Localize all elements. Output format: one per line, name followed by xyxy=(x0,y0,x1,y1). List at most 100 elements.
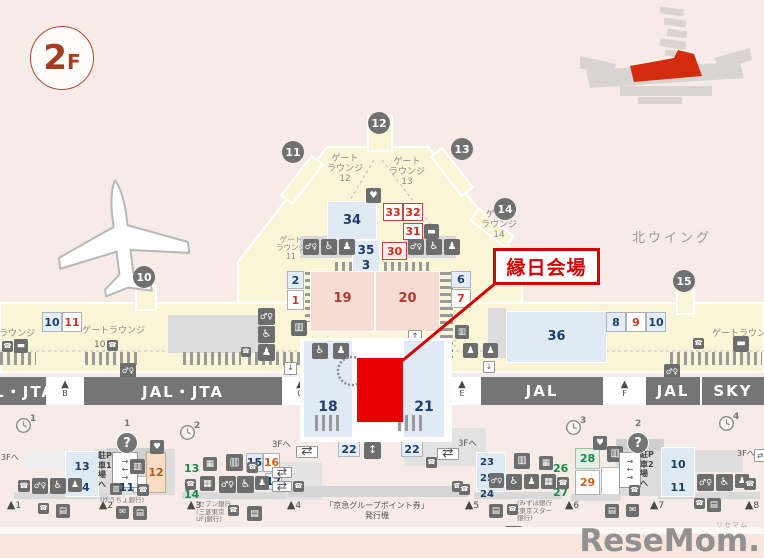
atm-icon: ▤ xyxy=(605,504,619,518)
phone-icon: ☎ xyxy=(744,478,756,490)
entrance-3: ▲3 xyxy=(186,498,202,511)
atm-icon: ▤ xyxy=(489,504,503,518)
atm-icon: ▤ xyxy=(56,504,70,518)
stairs-hatch xyxy=(0,352,36,365)
bottom-divider xyxy=(0,527,764,534)
atm-icon: ▤ xyxy=(247,506,262,521)
structure-block xyxy=(168,315,268,353)
structure-block xyxy=(695,450,743,472)
phone-icon: ☎ xyxy=(107,340,118,351)
phone-icon: ☎ xyxy=(507,504,518,515)
wheelchair-icon: ♿ xyxy=(321,239,337,255)
shop-icon: ▦ xyxy=(203,457,217,471)
smoking-icon: ▬ xyxy=(14,339,28,353)
stairs-hatch xyxy=(85,352,141,365)
entrance-4: ▲4 xyxy=(286,498,302,511)
phone-icon: ☎ xyxy=(38,503,49,514)
zone-area-34: 34 xyxy=(327,201,377,240)
structure-block xyxy=(288,486,468,497)
map-label: ゲートラウンジ xyxy=(712,329,764,339)
clock-number: 3 xyxy=(580,416,587,426)
facility-box-11: 11 xyxy=(62,312,82,332)
person-icon: ♟ xyxy=(333,343,349,359)
map-label: 3Fへ xyxy=(272,440,291,450)
restroom-icon: ♂♀ xyxy=(120,363,136,379)
gate11-corridor xyxy=(279,154,325,206)
minimap-current-area xyxy=(630,50,702,82)
info-counter-icon: ? xyxy=(116,432,138,454)
aed-icon: ♥ xyxy=(593,436,607,450)
facility-box-8: 8 xyxy=(606,312,626,332)
entrance-8: ▲8 xyxy=(744,498,760,511)
escalator-icon: ⇄ xyxy=(437,448,459,460)
triangle-up-icon: ▲ xyxy=(620,379,629,390)
facility-box-30: 30 xyxy=(382,242,407,260)
facility-num-13: 13 xyxy=(184,462,200,475)
wheelchair-icon: ♿ xyxy=(237,476,254,493)
phone-icon: ☎ xyxy=(557,477,569,489)
info-counter-number: 1 xyxy=(124,419,131,429)
entrance-7: ▲7 xyxy=(649,498,665,511)
counter-gap-B: ▲B xyxy=(46,377,84,405)
counter-bar-JAL: JAL xyxy=(481,377,603,405)
watermark-main: ReseMom. xyxy=(579,523,760,558)
entrance-2: ▲2 xyxy=(98,498,114,511)
wheelchair-icon: ♿ xyxy=(506,474,522,490)
wheelchair-icon: ♿ xyxy=(312,343,328,359)
nursery-icon: ♟ xyxy=(255,476,269,490)
ticket-machine-icon: ▥ xyxy=(455,325,469,339)
facility-box-28: 28 xyxy=(575,448,600,469)
facility-num-26: 26 xyxy=(553,462,569,475)
ticket-machine-icon: ▥ xyxy=(226,454,243,471)
smoking-icon: ▬ xyxy=(424,224,439,239)
phone-icon: ☎ xyxy=(293,481,304,492)
facility-box-33: 33 xyxy=(383,203,403,221)
restroom-icon: ♂♀ xyxy=(219,476,236,493)
arrow-down-icon: ↓ xyxy=(483,361,495,373)
info-counter-icon: ? xyxy=(627,432,649,454)
map-label: 「京急グループポイント券」発行機 xyxy=(325,501,429,520)
venue-callout: 縁日会場 xyxy=(493,248,600,285)
nursery-icon: ♟ xyxy=(339,239,355,255)
triangle-up-icon: ▲ xyxy=(649,498,659,511)
phone-icon: ☎ xyxy=(459,484,470,495)
nursery-icon: ♟ xyxy=(68,478,82,492)
triangle-up-icon: ▲ xyxy=(61,379,69,390)
venue-leader-line xyxy=(401,280,498,363)
phone-icon: ☎ xyxy=(452,481,463,492)
restroom-icon: ♂♀ xyxy=(32,478,48,494)
stairs-hatch xyxy=(440,272,453,358)
facility-box-7: 7 xyxy=(451,289,471,308)
nursery-icon: ♟ xyxy=(258,344,275,361)
map-label: 3Fへ xyxy=(1,453,19,462)
gate-circle-14: 14 xyxy=(494,198,516,220)
stairs-hatch xyxy=(315,415,341,431)
nursery-icon: ♟ xyxy=(444,239,460,255)
counter-bar-JAL: JAL xyxy=(646,377,700,405)
map-label: (ゆうちょ銀行) xyxy=(100,496,145,504)
gate13-corridor xyxy=(429,146,475,198)
gate-circle-12: 12 xyxy=(368,112,390,134)
phone-icon: ☎ xyxy=(694,498,705,509)
atm-icon: ▤ xyxy=(707,498,721,512)
facility-box-12: 12 xyxy=(146,452,166,493)
restroom-icon: ♂♀ xyxy=(664,364,680,380)
phone-icon: ☎ xyxy=(241,347,251,357)
floor-badge-label: 2F xyxy=(43,38,81,78)
gate14-corridor xyxy=(468,207,516,249)
counter-gap-F: ▲F xyxy=(603,377,646,405)
info-counter-number: 2 xyxy=(635,419,642,429)
restroom-icon: ♂♀ xyxy=(303,239,319,255)
stairs-hatch xyxy=(335,262,430,273)
counter-bar-SKY: SKY xyxy=(702,377,764,405)
ticket-machine-icon: ▥ xyxy=(110,483,122,495)
restroom-icon: ♂♀ xyxy=(408,239,424,255)
facility-box-6: 6 xyxy=(451,271,471,288)
